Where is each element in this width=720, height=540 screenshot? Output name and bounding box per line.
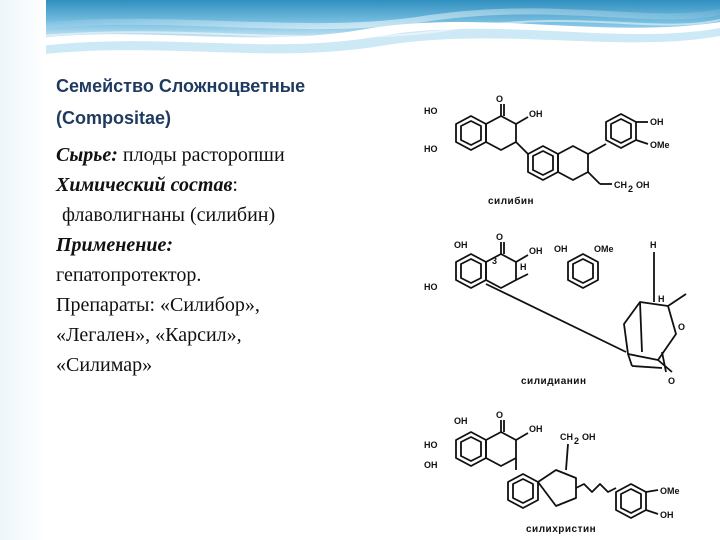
silychristin-ch-oh: OH (582, 432, 596, 442)
silydianin-ome: OMe (594, 244, 614, 254)
silychristin-oh-4: OH (660, 510, 674, 520)
silydianin-oh-2: OH (529, 246, 543, 256)
silybin-ome: OMe (650, 140, 670, 150)
silydianin-h-ring: H (658, 294, 665, 304)
use-label-line: Применение: (56, 230, 396, 260)
silychristin-oh-2: OH (424, 460, 438, 470)
use-value: гепатопротектор. (56, 264, 202, 286)
slide-title: Семейство Сложноцветные (Compositae) (56, 70, 396, 134)
silydianin-h: H (520, 262, 527, 272)
silybin-ho-2: HO (424, 144, 438, 154)
silydianin-name: силидианин (521, 376, 587, 387)
silychristin-ch-sub: 2 (574, 436, 579, 446)
raw-material-line: Сырье: плоды расторопши (56, 140, 396, 170)
preparations-line-1: Препараты: «Силибор», (56, 294, 260, 316)
title-line-1: Семейство Сложноцветные (56, 76, 306, 96)
slide-body: Сырье: плоды расторопши Химический соста… (56, 140, 396, 380)
header-banner (0, 0, 720, 62)
silydianin-o-bottom: O (668, 376, 675, 386)
silybin-ch: CH (614, 180, 627, 190)
silybin-ho-1: HO (424, 106, 438, 116)
silybin-oh-2: OH (650, 117, 664, 127)
silybin-oh-1: OH (529, 109, 543, 119)
silychristin-oh-3: OH (529, 424, 543, 434)
silydianin-structure (455, 242, 687, 373)
silybin-structure (455, 104, 649, 185)
composition-value: флаволигнаны (силибин) (62, 204, 276, 226)
silydianin-oh-3: OH (554, 244, 568, 254)
preparations-line-2: «Легален», «Карсил», (56, 324, 242, 346)
silydianin-o-ring: O (678, 322, 685, 332)
silychristin-ho: HO (424, 440, 438, 450)
use-label: Применение: (56, 234, 174, 256)
silydianin-oh-1: OH (454, 240, 468, 250)
chemical-structures-figure: HO HO O OH OH OMe CH 2 OH силибин (396, 62, 720, 540)
silydianin-ho: HO (424, 282, 438, 292)
structures-drawing: HO HO O OH OH OMe CH 2 OH силибин (424, 94, 687, 535)
composition-label: Химический состав (56, 174, 233, 196)
header-wave-graphic (0, 0, 720, 60)
silychristin-structure (455, 420, 659, 519)
silychristin-oh-1: OH (454, 416, 468, 426)
silybin-name: силибин (488, 195, 534, 207)
composition-line: Химический состав: (56, 170, 396, 200)
raw-material-value: плоды расторопши (117, 144, 285, 166)
silydianin-h-top: H (650, 240, 657, 250)
silydianin-o: O (496, 232, 503, 242)
silybin-o-1: O (496, 94, 503, 104)
composition-colon: : (232, 174, 238, 196)
silychristin-ome: OMe (660, 486, 680, 496)
silydianin-3: 3 (492, 256, 497, 266)
silybin-ch-sub: 2 (628, 184, 633, 194)
silychristin-name: силихристин (526, 524, 596, 535)
left-edge-shade (0, 0, 46, 540)
silybin-ch-oh: OH (636, 180, 650, 190)
preparations-line-3: «Силимар» (56, 354, 153, 376)
silychristin-ch: CH (560, 432, 573, 442)
silychristin-o: O (496, 410, 503, 420)
title-line-2: (Compositae) (56, 108, 172, 128)
raw-material-label: Сырье: (56, 144, 118, 166)
